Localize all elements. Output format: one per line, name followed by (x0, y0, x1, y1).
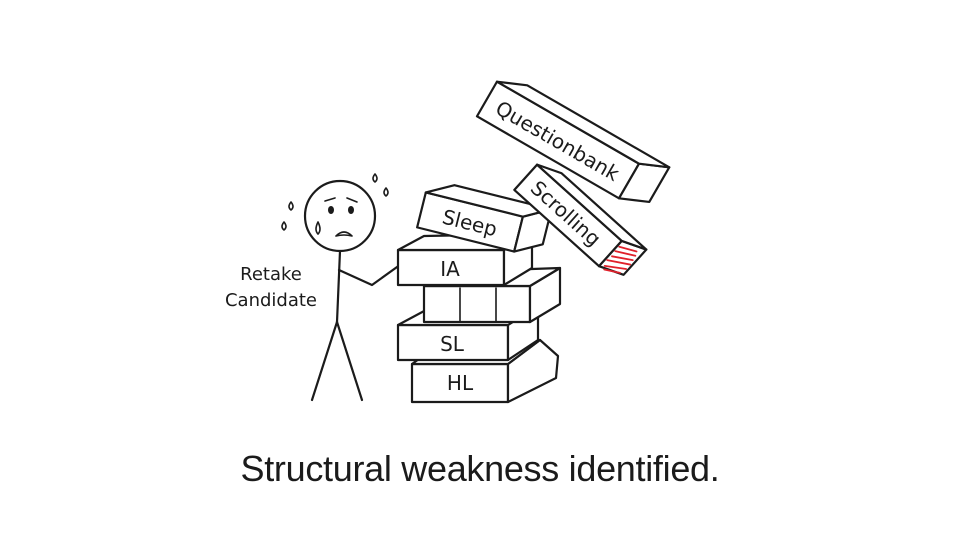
left-eye (328, 206, 334, 214)
sweat-drop-icon (315, 221, 321, 235)
worried-mouth (335, 231, 353, 237)
left-leg (310, 320, 339, 402)
block-tower: HL SL IA Sleep (396, 80, 671, 404)
block-scrolling: Scrolling (513, 163, 648, 276)
stick-figure (281, 173, 406, 402)
right-eye (348, 206, 354, 214)
sweat-drop-icon (372, 173, 378, 183)
caption: Structural weakness identified. (240, 448, 720, 489)
reaching-arm (337, 260, 406, 287)
left-eyebrow (324, 197, 336, 202)
block-sleep: Sleep (416, 184, 553, 253)
torso (335, 249, 342, 324)
block-hl-label: HL (447, 371, 474, 395)
block-ia-label: IA (440, 257, 460, 281)
person-label-line2: Candidate (225, 290, 317, 311)
sweat-drop-icon (281, 221, 287, 231)
block-sl-label: SL (440, 332, 465, 356)
sweat-drop-icon (383, 187, 389, 197)
head (303, 179, 377, 253)
red-scribble (603, 245, 638, 274)
right-leg (335, 320, 364, 402)
person-label-line1: Retake (240, 264, 302, 285)
right-eyebrow (346, 197, 358, 203)
sweat-drop-icon (288, 201, 294, 211)
